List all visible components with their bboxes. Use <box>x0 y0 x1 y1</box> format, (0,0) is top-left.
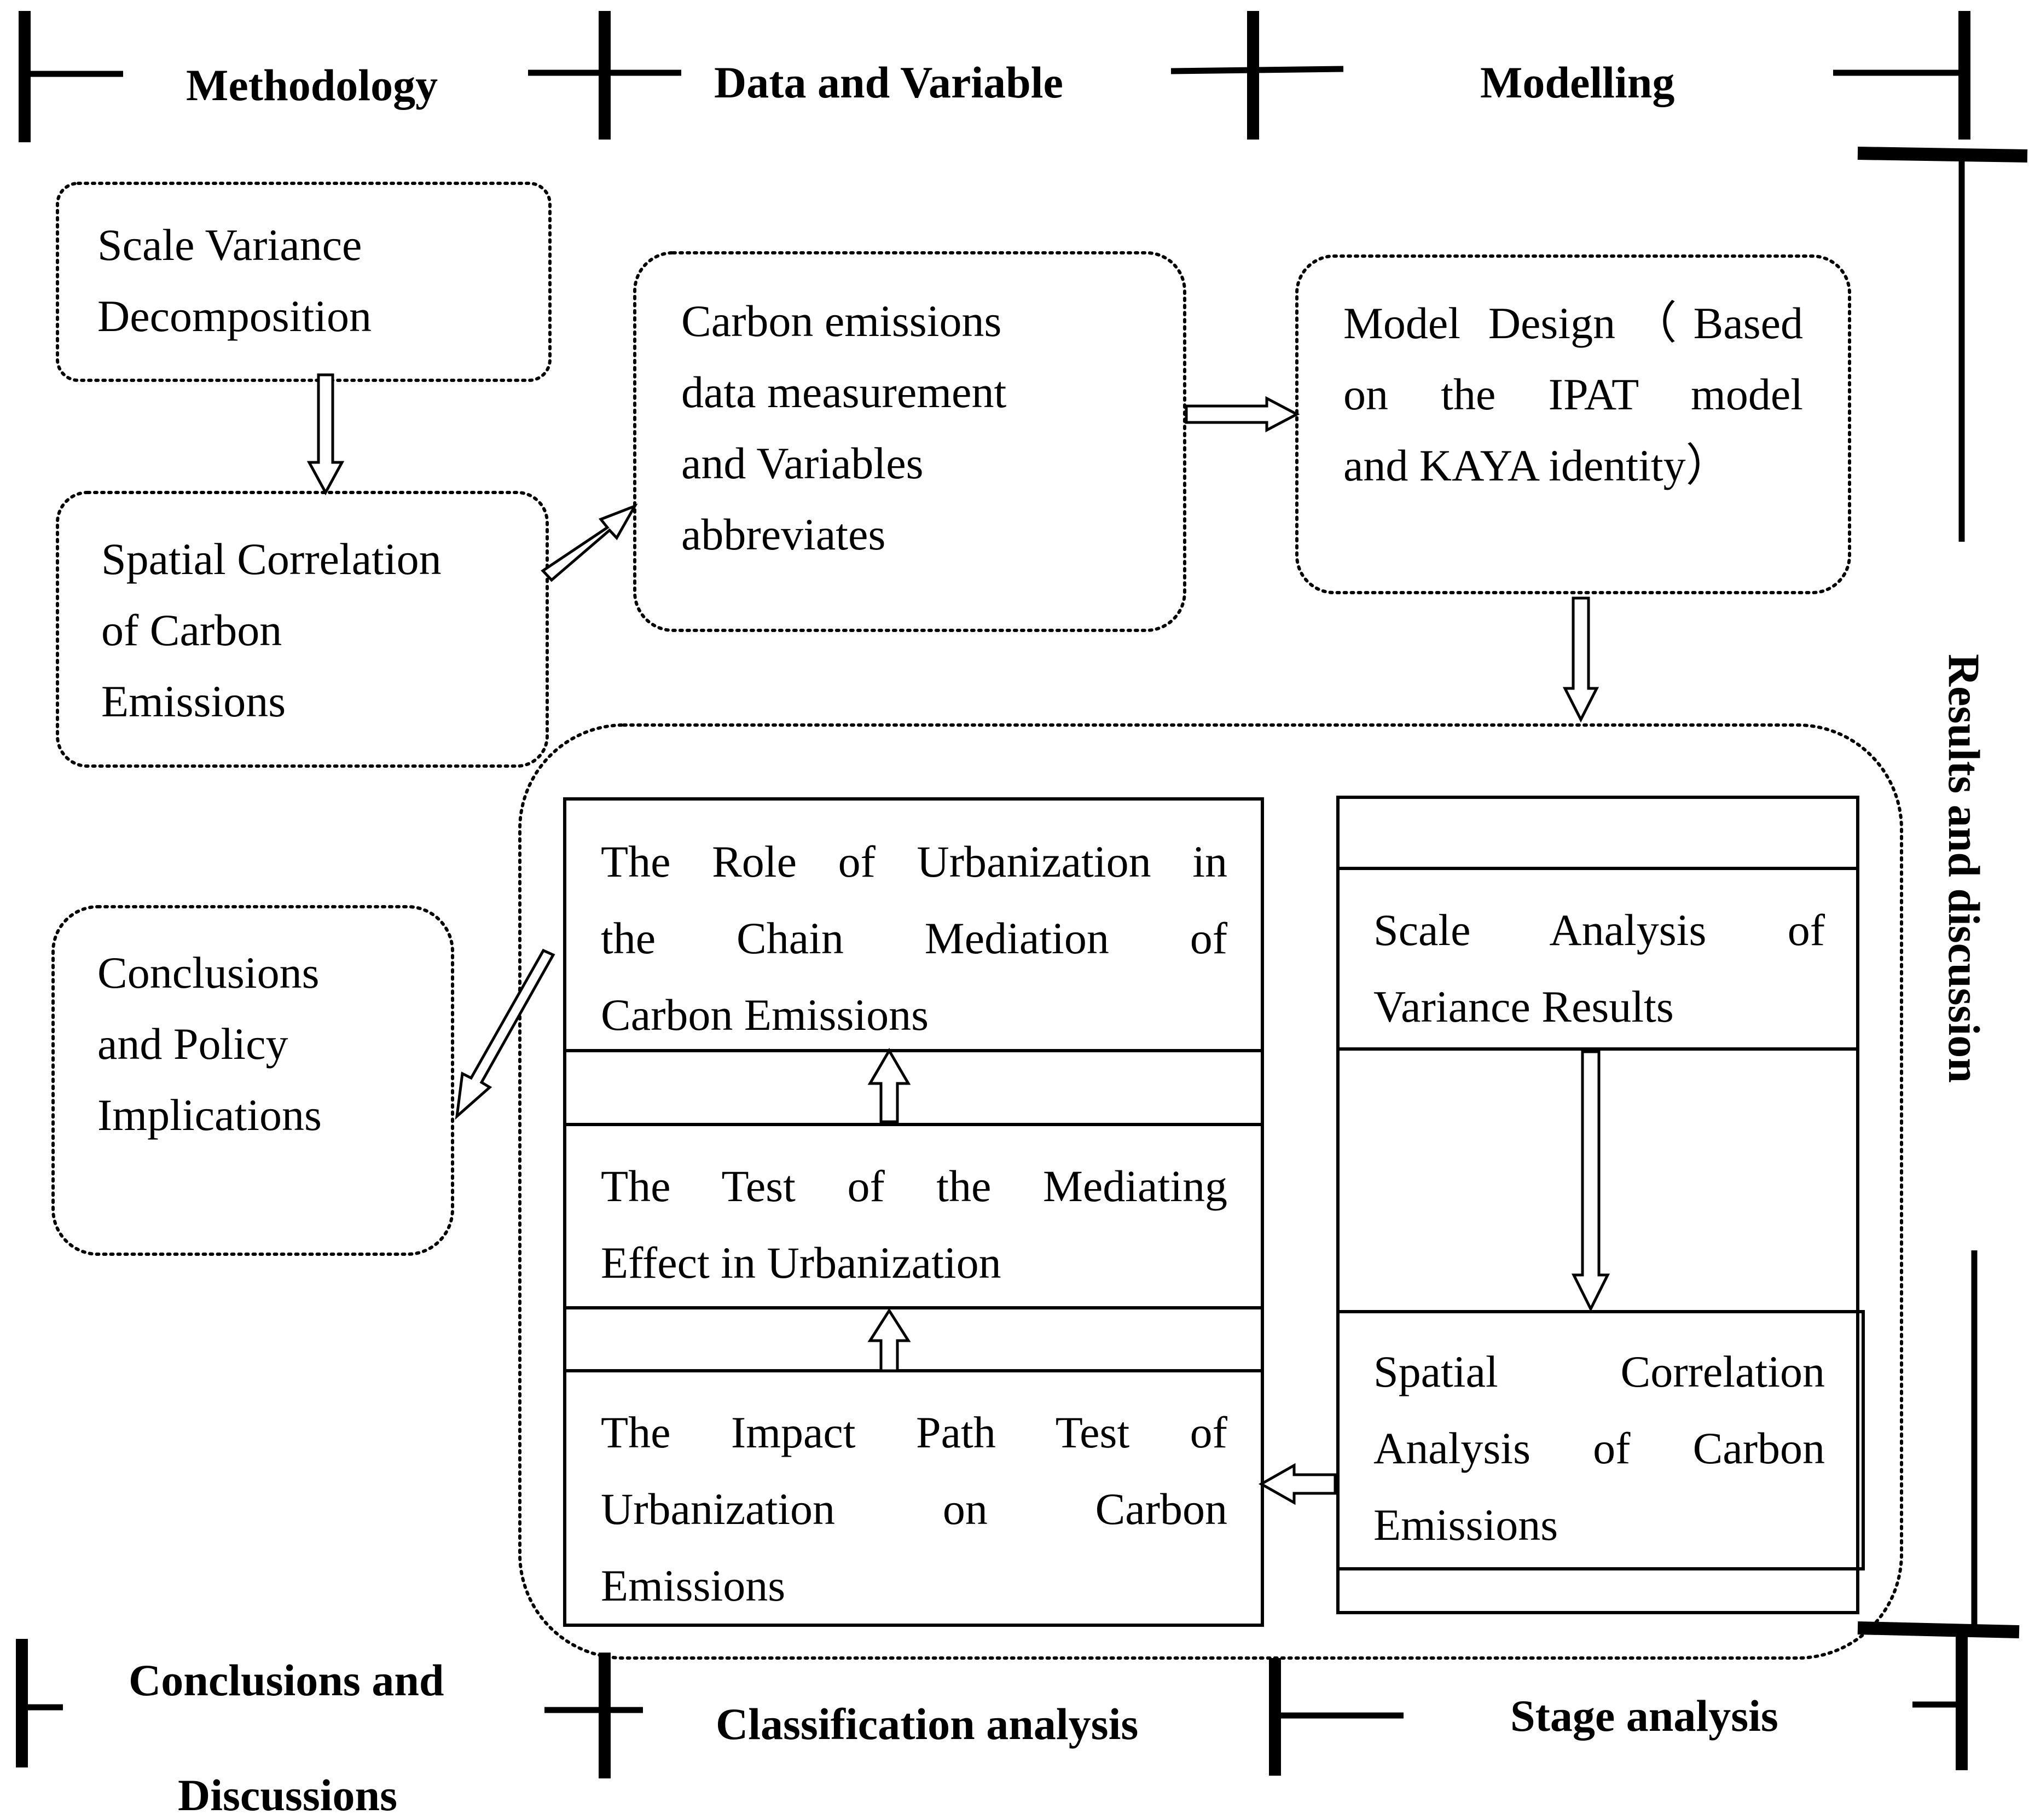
header-conclusions-line2: Discussions <box>178 1770 398 1820</box>
header-methodology: Methodology <box>186 60 438 110</box>
arrow-right-1 <box>1185 396 1300 433</box>
conclusions-policy-box <box>51 905 454 1256</box>
classification-gap-2 <box>563 1306 1264 1372</box>
arrow-down-3 <box>1571 1050 1610 1312</box>
header-results-discussion: Results and discussion <box>1939 654 1989 1083</box>
impact-path-text: The Impact Path Test of Urbanization on … <box>601 1407 1227 1610</box>
results-container <box>518 723 1903 1660</box>
arrow-diagonal-up <box>541 503 638 582</box>
frame-markers <box>16 11 2028 1778</box>
model-design-text: Model Design（Based on the IPAT model and… <box>1343 298 1803 490</box>
arrow-down-1 <box>306 373 345 496</box>
arrow-down-2 <box>1562 596 1599 723</box>
spatial-correlation-text: Spatial Correlation of Carbon Emissions <box>101 534 442 726</box>
arrow-up-2 <box>867 1308 911 1372</box>
arrow-left-1 <box>1258 1463 1337 1505</box>
header-modelling: Modelling <box>1480 57 1675 107</box>
arrow-diagonal-down <box>455 948 555 1120</box>
spatial-analysis-text: Spatial Correlation Analysis of Carbon E… <box>1373 1347 1825 1550</box>
header-classification-analysis: Classification analysis <box>716 1699 1139 1749</box>
header-data-variable: Data and Variable <box>714 57 1063 107</box>
spatial-correlation-box <box>56 491 549 768</box>
role-urbanization-text: The Role of Urbanization in the Chain Me… <box>601 837 1227 1040</box>
scale-analysis-text: Scale Analysis of Variance Results <box>1373 905 1825 1031</box>
arrow-up-1 <box>867 1048 911 1123</box>
scale-variance-text: Scale Variance Decomposition <box>97 220 372 341</box>
header-stage-analysis: Stage analysis <box>1510 1691 1778 1741</box>
carbon-data-text: Carbon emissions data measurement and Va… <box>681 296 1007 559</box>
impact-path-box <box>563 1369 1264 1627</box>
conclusions-policy-text: Conclusions and Policy Implications <box>97 948 322 1140</box>
stage-column-frame <box>1336 796 1859 1614</box>
carbon-data-box <box>633 251 1186 632</box>
mediating-effect-text: The Test of the Mediating Effect in Urba… <box>601 1161 1227 1288</box>
spatial-analysis-box <box>1336 1310 1865 1570</box>
model-design-box <box>1295 254 1851 594</box>
scale-variance-box <box>56 182 552 382</box>
classification-gap-1 <box>563 1049 1264 1126</box>
header-conclusions-line1: Conclusions and <box>129 1655 444 1705</box>
